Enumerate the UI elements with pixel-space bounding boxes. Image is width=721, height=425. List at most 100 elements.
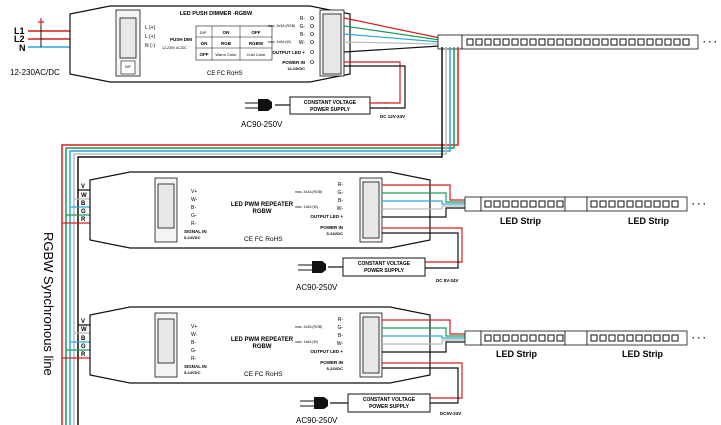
psu1-plug-icon bbox=[312, 261, 326, 273]
repeater-2-out-r: R- bbox=[338, 317, 344, 323]
led-chip bbox=[556, 38, 564, 46]
led-chip bbox=[653, 334, 661, 342]
table-dip-icon-label: DIP bbox=[200, 30, 207, 35]
led-chip bbox=[653, 200, 661, 208]
dimmer-input-terminal bbox=[119, 17, 137, 59]
dimmer-output-terminal bbox=[322, 13, 342, 75]
repeater-1-in-b: B- bbox=[191, 205, 196, 211]
psu2-ac: AC90-250V bbox=[296, 416, 338, 425]
repeater-2-in-r: R- bbox=[191, 356, 197, 362]
psu-top-plug-icon bbox=[258, 99, 272, 111]
led-chip bbox=[617, 334, 625, 342]
psu-top: CONSTANT VOLTAGE POWER SUPPLY DC 12V-24V… bbox=[241, 96, 405, 129]
repeater-1-title1: LED PWM REPEATER bbox=[231, 202, 294, 208]
table-warm: Warm Color bbox=[215, 52, 237, 57]
repeater-2-bus-v: V bbox=[81, 319, 85, 325]
psu2-dc: DC5V-24V bbox=[440, 411, 461, 416]
repeater-1-title2: RGBW bbox=[253, 209, 272, 215]
led-chip bbox=[547, 200, 555, 208]
repeater-1-bus-r: R bbox=[81, 217, 86, 223]
psu2-label1: CONSTANT VOLTAGE bbox=[363, 397, 416, 403]
led-chip bbox=[590, 200, 598, 208]
led-chip bbox=[646, 38, 654, 46]
led-chip bbox=[655, 38, 663, 46]
repeater-2-bus-g: G bbox=[81, 344, 86, 350]
led-chip bbox=[635, 200, 643, 208]
led-chip bbox=[520, 38, 528, 46]
led-chip bbox=[635, 334, 643, 342]
psu1-dc: DC 5V-24V bbox=[436, 278, 459, 283]
repeater-1-cert: CE FC RoHS bbox=[244, 236, 283, 243]
repeater-2-out-g: G- bbox=[337, 325, 343, 331]
repeater-1-output-wires bbox=[382, 184, 465, 269]
led-chip bbox=[626, 200, 634, 208]
dimmer-out-b: B- bbox=[300, 32, 305, 38]
repeater-2-signal: SIGNAL IN bbox=[184, 364, 207, 369]
repeater-2-bus-r: R bbox=[81, 352, 86, 358]
psu2-label2: POWER SUPPLY bbox=[369, 404, 409, 410]
top-strip-ellipsis: · · · bbox=[703, 37, 717, 47]
repeater-1-input-terminal bbox=[157, 183, 175, 229]
table-cold: Cold Color bbox=[247, 52, 267, 57]
repeater-1-out-g: G- bbox=[337, 190, 343, 196]
led-chip bbox=[628, 38, 636, 46]
led-chip bbox=[502, 334, 510, 342]
psu1-label1: CONSTANT VOLTAGE bbox=[358, 261, 411, 267]
led-chip bbox=[608, 200, 616, 208]
repeater-1-in-g: G- bbox=[191, 213, 197, 219]
led-chip bbox=[565, 38, 573, 46]
repeater-1-out-led: OUTPUT LED + bbox=[310, 214, 343, 219]
led-chip bbox=[538, 38, 546, 46]
repeater-2-in-w: W- bbox=[191, 332, 198, 338]
led-chip bbox=[644, 200, 652, 208]
led-chip bbox=[538, 334, 546, 342]
repeater-1-output-terminal bbox=[362, 181, 380, 239]
led-chip bbox=[538, 200, 546, 208]
led-chip bbox=[599, 334, 607, 342]
led-chip bbox=[547, 334, 555, 342]
repeater-2-power-volt: 5-24VDC bbox=[327, 366, 344, 371]
repeater-2-out-b: B- bbox=[338, 333, 343, 339]
led-chip bbox=[511, 334, 519, 342]
push-switch-icon bbox=[38, 18, 44, 26]
led-chip bbox=[608, 334, 616, 342]
led-chip bbox=[484, 334, 492, 342]
led-chip bbox=[601, 38, 609, 46]
repeater-1-bus-v: V bbox=[81, 184, 85, 190]
led-chip bbox=[626, 334, 634, 342]
repeater-2-output-wires bbox=[382, 319, 465, 404]
led-chip bbox=[529, 200, 537, 208]
psu-2: CONSTANT VOLTAGE POWER SUPPLY DC5V-24V A… bbox=[296, 393, 461, 425]
psu-top-label1: CONSTANT VOLTAGE bbox=[304, 100, 357, 106]
repeater-1-power-in: POWER IN bbox=[320, 225, 343, 230]
psu-top-label2: POWER SUPPLY bbox=[310, 107, 350, 113]
repeater-1-in-v: V+ bbox=[191, 189, 197, 195]
strip1-joint bbox=[564, 196, 588, 212]
led-chip bbox=[664, 38, 672, 46]
repeater-1-signal: SIGNAL IN bbox=[184, 229, 207, 234]
dimmer-cert: CE FC RoHS bbox=[207, 71, 243, 77]
dimmer-volt-note: 12-230V AC/DC bbox=[162, 46, 187, 50]
psu-top-dc: DC 12V-24V bbox=[380, 114, 405, 119]
led-chip bbox=[511, 200, 519, 208]
table-on-head: ON bbox=[223, 30, 230, 35]
dimmer-max-rgb: max. 3x3A (RGB) bbox=[268, 24, 295, 28]
led-chip bbox=[493, 334, 501, 342]
led-chip bbox=[619, 38, 627, 46]
psu1-ac: AC90-250V bbox=[296, 283, 338, 292]
repeater-2-bus-w: W bbox=[81, 327, 87, 333]
led-chip bbox=[511, 38, 519, 46]
repeater-2-in-v: V+ bbox=[191, 324, 197, 330]
led-chip bbox=[644, 334, 652, 342]
table-rgbw: RGBW bbox=[249, 41, 264, 46]
led-chip bbox=[637, 38, 645, 46]
psu1-label2: POWER SUPPLY bbox=[364, 268, 404, 274]
top-led-strip: · · · bbox=[461, 34, 717, 50]
supply-label: 12-230AC/DC bbox=[10, 68, 60, 77]
strip2-label-b: LED Strip bbox=[622, 349, 664, 359]
table-rgb: RGB bbox=[221, 41, 232, 46]
dimmer-in-l1: L (+) bbox=[145, 25, 156, 31]
led-chip bbox=[502, 38, 510, 46]
repeater-2-power-in: POWER IN bbox=[320, 360, 343, 365]
led-chip bbox=[475, 38, 483, 46]
